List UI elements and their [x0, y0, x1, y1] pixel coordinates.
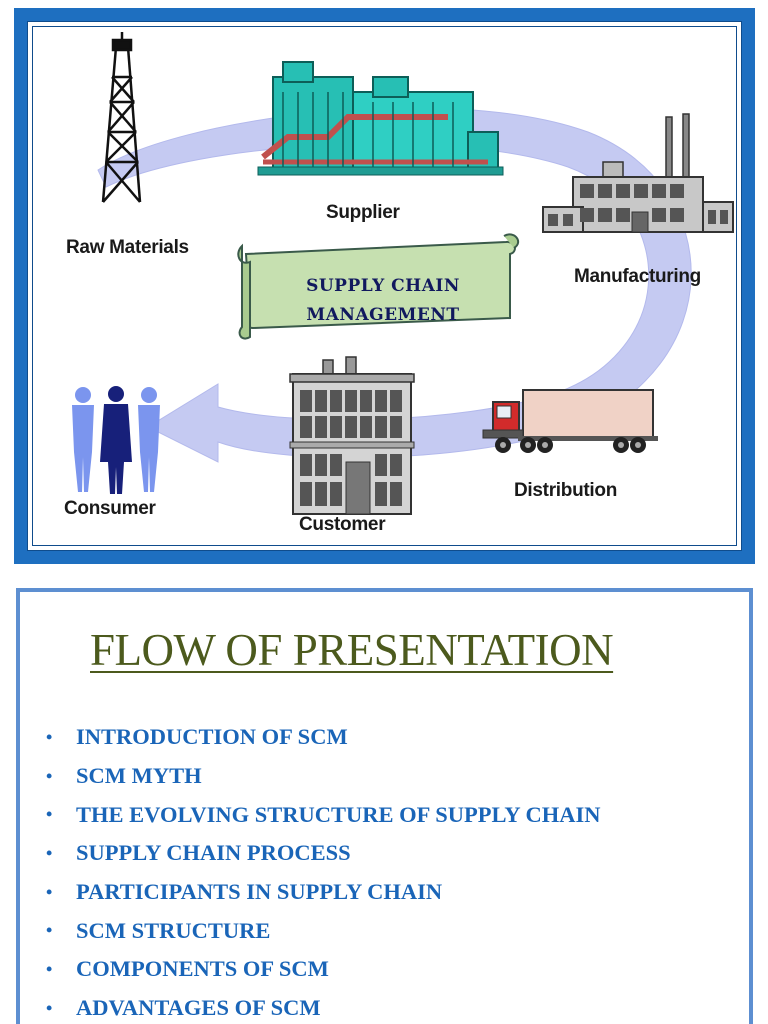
bullet-icon: • [46, 881, 53, 902]
label-raw-materials: Raw Materials [66, 237, 189, 258]
agenda-item: • SCM STRUCTURE [46, 911, 600, 950]
slide-inner-panel: Raw Materials Supplier Manufacturing Dis… [28, 22, 741, 550]
agenda-item-label: COMPONENTS OF SCM [76, 956, 329, 982]
agenda-item-label: SUPPLY CHAIN PROCESS [76, 840, 351, 866]
agenda-item: • THE EVOLVING STRUCTURE OF SUPPLY CHAIN [46, 795, 600, 834]
inner-border [32, 26, 737, 546]
agenda-item: • SUPPLY CHAIN PROCESS [46, 834, 600, 873]
agenda-item-label: ADVANTAGES OF SCM [76, 995, 321, 1021]
bullet-icon: • [46, 920, 53, 941]
label-manufacturing: Manufacturing [574, 266, 701, 287]
agenda-item-label: SCM STRUCTURE [76, 917, 271, 943]
bullet-icon: • [46, 997, 53, 1018]
bullet-icon: • [46, 958, 53, 979]
agenda-item: • SCM MYTH [46, 757, 600, 796]
slide-title: FLOW OF PRESENTATION [90, 625, 614, 675]
oil-derrick-icon [101, 32, 142, 203]
diagram-artwork [72, 32, 734, 515]
scroll-title-line-1: SUPPLY CHAIN [306, 276, 460, 296]
agenda-item-label: INTRODUCTION OF SCM [76, 724, 348, 750]
agenda-item: • PARTICIPANTS IN SUPPLY CHAIN [46, 873, 600, 912]
agenda-item: • INTRODUCTION OF SCM [46, 718, 600, 757]
agenda-item-label: SCM MYTH [76, 763, 202, 789]
slide-flow-of-presentation: FLOW OF PRESENTATION • INTRODUCTION OF SC… [16, 588, 753, 1024]
manufacturing-plant-icon [542, 113, 734, 233]
supplier-factory-icon [257, 61, 504, 176]
agenda-item: • ADVANTAGES OF SCM [46, 989, 600, 1024]
delivery-truck-icon [482, 389, 658, 453]
label-distribution: Distribution [514, 480, 617, 501]
label-supplier: Supplier [326, 202, 400, 223]
agenda-item: • COMPONENTS OF SCM [46, 950, 600, 989]
consumer-people-icon [72, 386, 160, 494]
bullet-icon: • [46, 726, 53, 747]
customer-building-icon [289, 356, 415, 515]
scroll-title-line-2: MANAGEMENT [306, 305, 460, 325]
bullet-icon: • [46, 842, 53, 863]
slide-supply-chain-diagram: Raw Materials Supplier Manufacturing Dis… [14, 8, 755, 564]
bullet-icon: • [46, 765, 53, 786]
scroll-banner [237, 233, 520, 340]
label-customer: Customer [299, 514, 386, 535]
agenda-item-label: THE EVOLVING STRUCTURE OF SUPPLY CHAIN [76, 801, 601, 827]
scroll-banner-title: SUPPLY CHAIN MANAGEMENT [248, 272, 518, 330]
bullet-icon: • [46, 804, 53, 825]
label-consumer: Consumer [64, 498, 156, 519]
agenda-item-label: PARTICIPANTS IN SUPPLY CHAIN [76, 879, 443, 905]
agenda-list: • INTRODUCTION OF SCM • SCM MYTH • THE EVOL… [46, 718, 600, 1024]
